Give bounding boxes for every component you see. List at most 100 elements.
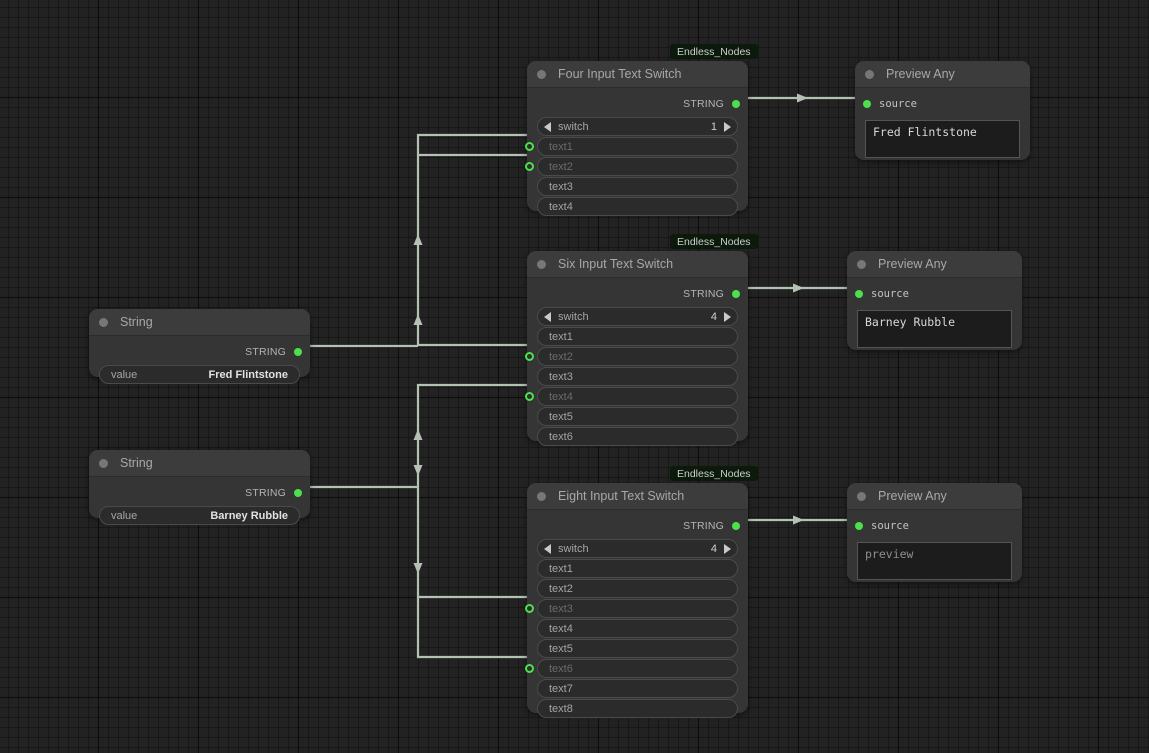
output-slot-label: STRING xyxy=(683,520,724,532)
widget-value: 4 xyxy=(710,542,717,555)
collapse-dot-icon[interactable] xyxy=(865,69,874,79)
input-slot-dot-icon[interactable] xyxy=(525,352,534,361)
widget-label: text3 xyxy=(549,180,573,193)
collapse-dot-icon[interactable] xyxy=(857,259,866,269)
node-title-bar[interactable]: Preview Any xyxy=(847,251,1022,278)
widget-text3[interactable]: text3 xyxy=(537,177,738,196)
widget-switch-selector[interactable]: switch 4 xyxy=(537,539,738,558)
widget-switch-selector[interactable]: switch 4 xyxy=(537,307,738,326)
input-slot-dot-icon[interactable] xyxy=(525,604,534,613)
node-title-bar[interactable]: Eight Input Text Switch xyxy=(527,483,748,510)
output-slot-dot-icon[interactable] xyxy=(732,290,740,298)
input-slot-source[interactable]: source xyxy=(855,284,1012,304)
widget-text2[interactable]: text2 xyxy=(525,347,738,366)
node-body: STRING value Fred Flintstone xyxy=(89,336,310,394)
output-slot-label: STRING xyxy=(245,346,286,358)
widget-label: text1 xyxy=(549,330,573,343)
node-title-bar[interactable]: Preview Any xyxy=(855,61,1030,88)
widget-text5[interactable]: text5 xyxy=(537,407,738,426)
chevron-left-icon[interactable] xyxy=(544,311,551,322)
widget-text2[interactable]: text2 xyxy=(525,157,738,176)
widget-text6[interactable]: text6 xyxy=(525,659,738,678)
node-title: Four Input Text Switch xyxy=(558,67,682,81)
node-preview-any-3[interactable]: Preview Any source preview xyxy=(847,483,1022,582)
widget-switch-selector[interactable]: switch 1 xyxy=(537,117,738,136)
widget-label: switch xyxy=(558,310,589,323)
widget-text4[interactable]: text4 xyxy=(537,619,738,638)
chevron-left-icon[interactable] xyxy=(544,121,551,132)
node-string-fred[interactable]: String STRING value Fred Flintstone xyxy=(89,309,310,384)
input-slot-dot-icon[interactable] xyxy=(855,290,863,298)
widget-text2[interactable]: text2 xyxy=(537,579,738,598)
output-slot-dot-icon[interactable] xyxy=(732,100,740,108)
widget-text7[interactable]: text7 xyxy=(537,679,738,698)
output-slot-dot-icon[interactable] xyxy=(294,489,302,497)
node-title-bar[interactable]: String xyxy=(89,309,310,336)
output-slot-string[interactable]: STRING xyxy=(537,284,740,304)
widget-label: text6 xyxy=(549,430,573,443)
input-slot-source[interactable]: source xyxy=(855,516,1012,536)
output-slot-string[interactable]: STRING xyxy=(99,483,302,503)
node-title-bar[interactable]: Six Input Text Switch xyxy=(527,251,748,278)
node-title-bar[interactable]: Four Input Text Switch xyxy=(527,61,748,88)
widget-text8[interactable]: text8 xyxy=(537,699,738,718)
widget-text4[interactable]: text4 xyxy=(537,197,738,216)
widget-label: switch xyxy=(558,120,589,133)
input-slot-source[interactable]: source xyxy=(863,94,1020,114)
widget-text3[interactable]: text3 xyxy=(537,367,738,386)
preview-text-output: preview xyxy=(857,542,1012,580)
collapse-dot-icon[interactable] xyxy=(537,69,546,79)
node-preview-any-2[interactable]: Preview Any source Barney Rubble xyxy=(847,251,1022,350)
node-eight-input-text-switch[interactable]: Eight Input Text Switch STRING switch 4 … xyxy=(525,483,748,718)
output-slot-dot-icon[interactable] xyxy=(294,348,302,356)
widget-text5[interactable]: text5 xyxy=(537,639,738,658)
widget-label: text2 xyxy=(549,160,573,173)
node-title: Six Input Text Switch xyxy=(558,257,674,271)
chevron-right-icon[interactable] xyxy=(724,543,731,554)
widget-text3[interactable]: text3 xyxy=(525,599,738,618)
collapse-dot-icon[interactable] xyxy=(537,259,546,269)
widget-text4[interactable]: text4 xyxy=(525,387,738,406)
widget-text1[interactable]: text1 xyxy=(537,559,738,578)
node-six-input-text-switch[interactable]: Six Input Text Switch STRING switch 4 te… xyxy=(525,251,748,446)
link-barney-to-six-text4 xyxy=(416,383,533,487)
output-slot-label: STRING xyxy=(245,487,286,499)
node-title-bar[interactable]: Preview Any xyxy=(847,483,1022,510)
widget-label: text4 xyxy=(549,390,573,403)
node-body: source Barney Rubble xyxy=(847,278,1022,357)
widget-label: text6 xyxy=(549,662,573,675)
chevron-right-icon[interactable] xyxy=(724,121,731,132)
widget-value[interactable]: value Fred Flintstone xyxy=(99,365,300,384)
collapse-dot-icon[interactable] xyxy=(99,458,108,468)
input-slot-dot-icon[interactable] xyxy=(525,142,534,151)
widget-label: switch xyxy=(558,542,589,555)
widget-text1[interactable]: text1 xyxy=(537,327,738,346)
output-slot-label: STRING xyxy=(683,98,724,110)
widget-text6[interactable]: text6 xyxy=(537,427,738,446)
input-slot-dot-icon[interactable] xyxy=(855,522,863,530)
widget-value: Fred Flintstone xyxy=(208,368,288,381)
node-preview-any-1[interactable]: Preview Any source Fred Flintstone xyxy=(855,61,1030,160)
input-slot-dot-icon[interactable] xyxy=(863,100,871,108)
collapse-dot-icon[interactable] xyxy=(537,491,546,501)
node-string-barney[interactable]: String STRING value Barney Rubble xyxy=(89,450,310,525)
input-slot-dot-icon[interactable] xyxy=(525,392,534,401)
output-slot-string[interactable]: STRING xyxy=(99,342,302,362)
node-title-bar[interactable]: String xyxy=(89,450,310,477)
collapse-dot-icon[interactable] xyxy=(857,491,866,501)
output-slot-dot-icon[interactable] xyxy=(732,522,740,530)
collapse-dot-icon[interactable] xyxy=(99,317,108,327)
chevron-left-icon[interactable] xyxy=(544,543,551,554)
output-slot-string[interactable]: STRING xyxy=(537,94,740,114)
node-title: Preview Any xyxy=(878,257,947,271)
widget-text1[interactable]: text1 xyxy=(525,137,738,156)
input-slot-dot-icon[interactable] xyxy=(525,664,534,673)
widget-value[interactable]: value Barney Rubble xyxy=(99,506,300,525)
output-slot-string[interactable]: STRING xyxy=(537,516,740,536)
node-four-input-text-switch[interactable]: Four Input Text Switch STRING switch 1 t… xyxy=(525,61,748,216)
widget-label: text1 xyxy=(549,562,573,575)
node-title: String xyxy=(120,315,153,329)
input-slot-dot-icon[interactable] xyxy=(525,162,534,171)
chevron-right-icon[interactable] xyxy=(724,311,731,322)
